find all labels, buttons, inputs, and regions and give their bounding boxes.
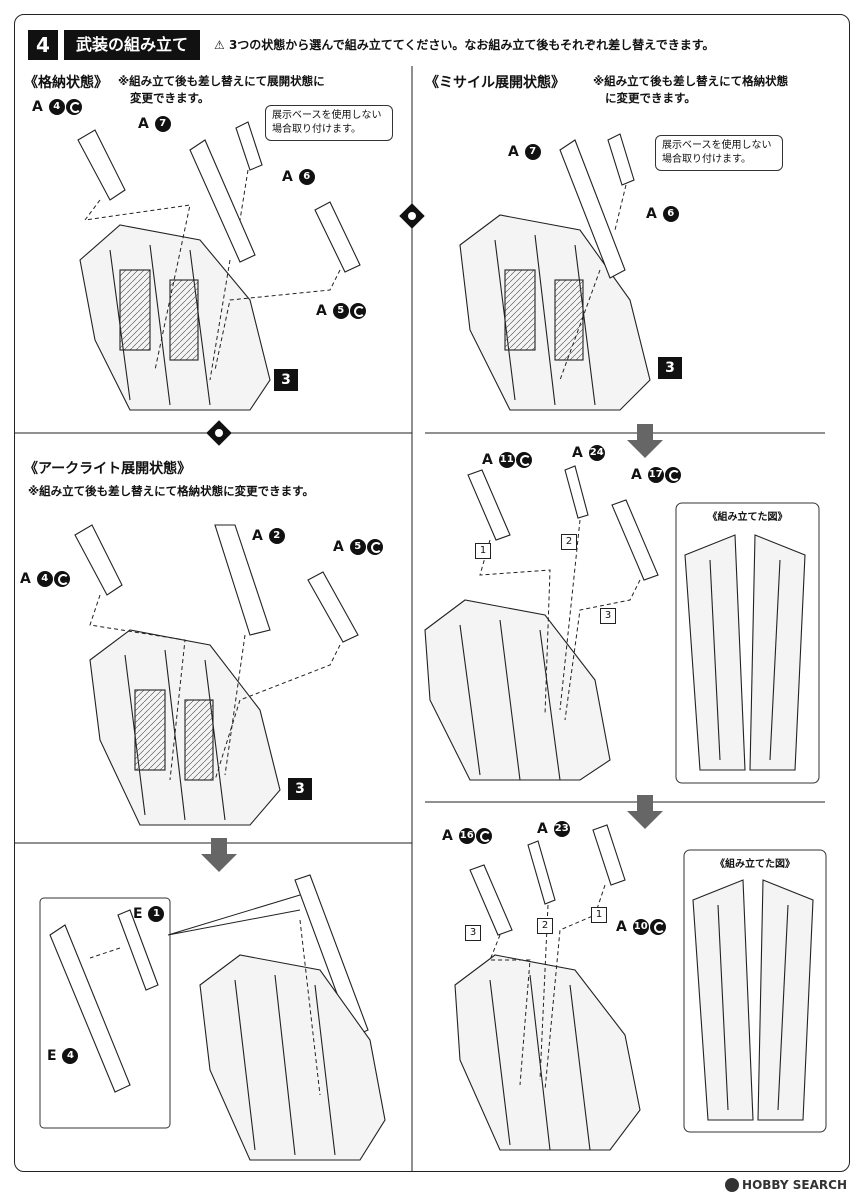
- part-label: A 5: [333, 538, 383, 556]
- rotate-icon: [649, 919, 666, 935]
- page-frame: [14, 14, 850, 1172]
- section-title-stored: 《格納状態》: [24, 75, 108, 91]
- step-number: 4: [28, 30, 58, 60]
- section-note-stored: ※組み立て後も差し替えにて展開状態に 変更できます。: [118, 74, 325, 105]
- missile-parts-a: [467, 465, 659, 581]
- callout-missile: 展示ベースを使用しない 場合取り付けます。: [655, 135, 783, 171]
- hobbysearch-logo-icon: [725, 1178, 740, 1192]
- part-label: A 2: [252, 527, 285, 545]
- rotate-icon: [515, 452, 532, 468]
- part-label: A 4: [20, 570, 70, 588]
- down-arrow-icon: [627, 424, 663, 458]
- missile-parts-b: [469, 824, 626, 936]
- weapon-parts-3: [74, 524, 359, 643]
- part-label: A 11: [482, 451, 532, 469]
- order-box: 2: [561, 534, 577, 550]
- part-label: A 24: [572, 445, 605, 461]
- rotate-icon: [475, 828, 492, 844]
- detail-title-2: 《組み立てた図》: [715, 859, 795, 870]
- section-title-arclight: 《アークライト展開状態》: [24, 461, 192, 477]
- warning-icon: ⚠: [214, 38, 225, 52]
- down-arrow-icon: [201, 838, 237, 872]
- callout-stored: 展示ベースを使用しない 場合取り付けます。: [265, 105, 393, 141]
- rotate-icon: [53, 571, 70, 587]
- part-label: A 10: [616, 918, 666, 936]
- part-label: A 4: [32, 98, 82, 116]
- part-label: A 16: [442, 827, 492, 845]
- part-label: A 6: [282, 168, 315, 186]
- swap-icon: [206, 420, 232, 446]
- order-box: 1: [475, 543, 491, 559]
- rotate-icon: [65, 99, 82, 115]
- detail-inset: [39, 897, 171, 1129]
- down-arrow-icon: [627, 795, 663, 829]
- part-label: A 5: [316, 302, 366, 320]
- robot-body-4: [199, 954, 386, 1161]
- order-box: 3: [465, 925, 481, 941]
- ref-step-box: 3: [658, 357, 682, 379]
- robot-body-1: [79, 224, 271, 411]
- rotate-icon: [664, 467, 681, 483]
- watermark: HOBBY SEARCH: [725, 1178, 847, 1192]
- part-label: E 1: [133, 905, 165, 923]
- ref-step-box: 3: [274, 369, 298, 391]
- order-box: 1: [591, 907, 607, 923]
- rotate-icon: [349, 303, 366, 319]
- arclight-gun: [49, 874, 369, 1093]
- order-box: 3: [600, 608, 616, 624]
- section-note-missile: ※組み立て後も差し替えにて格納状態 に変更できます。: [593, 74, 789, 105]
- part-label: A 6: [646, 205, 679, 223]
- step-title: 武装の組み立て: [64, 30, 201, 60]
- part-label: A 7: [138, 115, 171, 133]
- step-note: ⚠ 3つの状態から選んで組み立ててください。なお組み立て後もそれぞれ差し替えでき…: [214, 38, 715, 52]
- part-label: A 7: [508, 143, 541, 161]
- weapon-parts-2: [559, 133, 635, 279]
- part-label: A 23: [537, 821, 570, 837]
- swap-icon: [399, 203, 425, 229]
- robot-body-3: [89, 629, 281, 826]
- part-label: A 17: [631, 466, 681, 484]
- weapon-parts-1: [77, 121, 361, 273]
- part-label: E 4: [47, 1047, 79, 1065]
- robot-body-6: [454, 954, 641, 1151]
- section-title-missile: 《ミサイル展開状態》: [425, 75, 565, 91]
- robot-body-5: [424, 599, 611, 781]
- rotate-icon: [366, 539, 383, 555]
- order-box: 2: [537, 918, 553, 934]
- section-note-arclight: ※組み立て後も差し替えにて格納状態に変更できます。: [28, 484, 315, 498]
- ref-step-box: 3: [288, 778, 312, 800]
- detail-title-1: 《組み立てた図》: [707, 512, 788, 523]
- robot-body-2: [459, 214, 651, 411]
